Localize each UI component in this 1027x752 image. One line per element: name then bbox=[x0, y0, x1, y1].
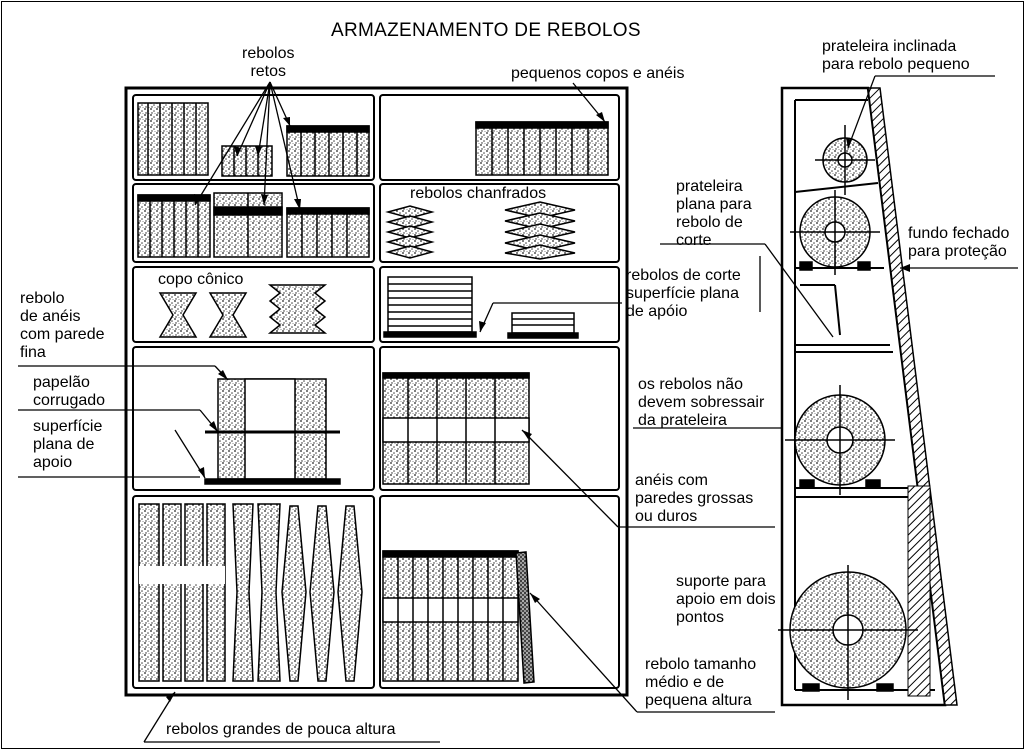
label-copo-conico: copo cônico bbox=[158, 271, 244, 288]
side-rack bbox=[780, 86, 958, 707]
label-rebolo-tamanho-medio: rebolo tamanho médio e de pequena altura bbox=[645, 656, 757, 709]
side-wheels bbox=[778, 125, 918, 700]
small-cups-rings bbox=[475, 121, 609, 176]
diagram-title: ARMAZENAMENTO DE REBOLOS bbox=[331, 20, 641, 41]
main-cabinet bbox=[124, 86, 629, 697]
label-prateleira-inclinada: prateleira inclinada para rebolo pequeno bbox=[822, 38, 970, 73]
thick-walled-rings bbox=[382, 372, 530, 485]
cutting-wheels bbox=[383, 276, 579, 339]
label-rebolos-de-corte: rebolos de corte superfície plana de apó… bbox=[626, 267, 741, 320]
straight-wheels-row2 bbox=[137, 192, 370, 258]
arrowheads bbox=[166, 112, 910, 702]
label-rebolos-retos: rebolos retos bbox=[242, 45, 295, 80]
label-papelao-corrugado: papelão corrugado bbox=[33, 374, 106, 409]
conical-cups bbox=[158, 284, 328, 338]
label-fundo-fechado: fundo fechado para proteção bbox=[908, 225, 1010, 260]
label-nao-sobressair: os rebolos não devem sobressair da prate… bbox=[638, 376, 765, 429]
label-superficie-plana-apoio: superfície plana de apoio bbox=[33, 418, 103, 471]
label-rebolos-chanfrados: rebolos chanfrados bbox=[410, 185, 547, 202]
leader-lines bbox=[18, 75, 1018, 743]
label-prateleira-plana: prateleira plana para rebolo de corte bbox=[676, 178, 752, 249]
chamfered-wheels bbox=[385, 201, 576, 260]
label-pequenos-copos: pequenos copos e anéis bbox=[511, 65, 685, 82]
label-aneis-paredes-grossas: anéis com paredes grossas ou duros bbox=[635, 472, 754, 525]
medium-low-wheels bbox=[382, 550, 535, 684]
label-suporte-dois-pontos: suporte para apoio em dois pontos bbox=[676, 573, 776, 626]
label-rebolo-aneis-parede-fina: rebolo de anéis com parede fina bbox=[20, 290, 105, 361]
large-low-wheels bbox=[138, 503, 363, 682]
thin-walled-ring bbox=[204, 378, 341, 485]
label-rebolos-grandes: rebolos grandes de pouca altura bbox=[166, 721, 396, 738]
straight-wheels-row1 bbox=[137, 102, 370, 177]
